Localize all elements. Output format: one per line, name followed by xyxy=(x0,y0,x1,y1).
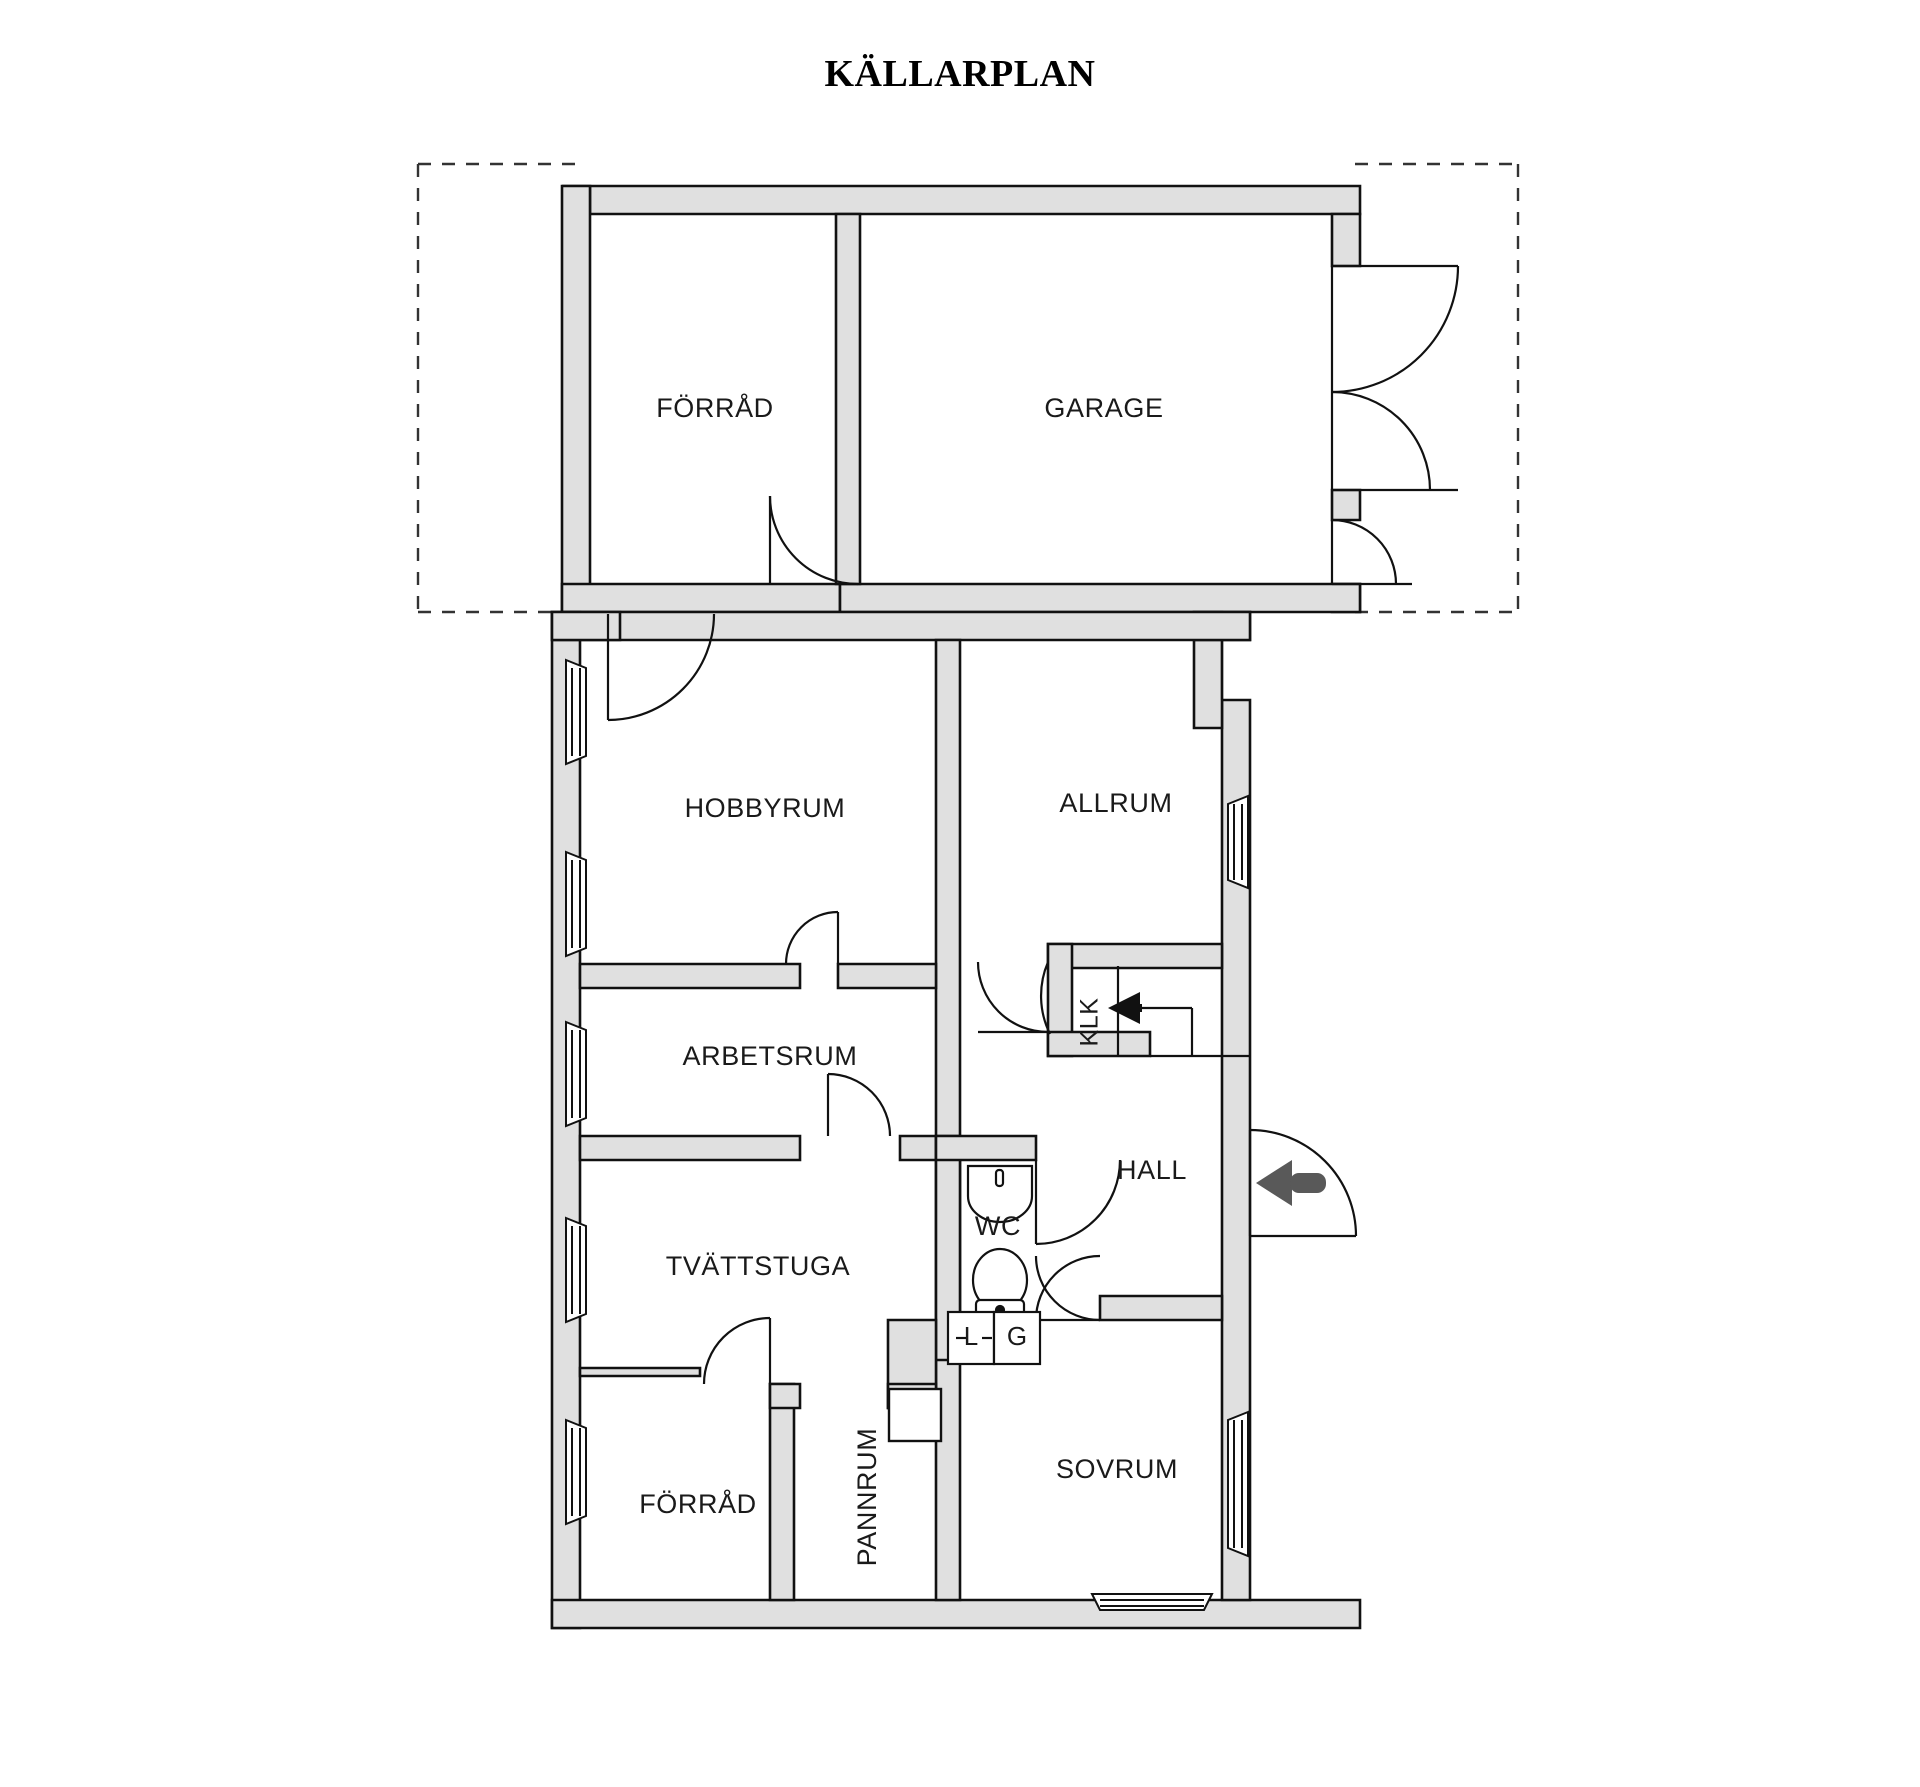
door-hall-sovrum xyxy=(1034,1254,1101,1322)
windows xyxy=(565,658,1249,1611)
room-label-allrum: ALLRUM xyxy=(1059,788,1172,818)
room-label-tvattstuga: TVÄTTSTUGA xyxy=(666,1251,851,1281)
room-label-forrad-upper: FÖRRÅD xyxy=(656,392,774,423)
room-label-sovrum: SOVRUM xyxy=(1056,1454,1178,1484)
door-entrance xyxy=(1248,1128,1358,1238)
entrance-arrow-icon xyxy=(1256,1160,1326,1206)
appliance-boxes xyxy=(946,1310,1042,1366)
window-allrum xyxy=(1227,794,1249,890)
door-hobbyrum-arbetsrum xyxy=(784,910,840,965)
window-hobbyrum-2 xyxy=(565,850,587,958)
dashed-outline-left xyxy=(416,162,575,614)
door-garage-to-hall xyxy=(768,495,859,586)
room-label-hall: HALL xyxy=(1117,1155,1187,1185)
room-label-klk: KLK xyxy=(1076,997,1104,1046)
window-arbetsrum xyxy=(565,1020,587,1128)
room-label-wc: WC xyxy=(975,1211,1021,1241)
door-forrad-upper xyxy=(606,613,716,722)
boiler-square-icon xyxy=(887,1387,943,1443)
wc-sink-icon xyxy=(966,1164,1034,1224)
door-tvattstuga-pannrum xyxy=(702,1316,772,1385)
klk-arrow-icon xyxy=(1108,992,1142,1024)
window-tvattstuga xyxy=(565,1216,587,1324)
room-label-forrad-lower: FÖRRÅD xyxy=(639,1488,757,1519)
window-sovrum-bottom xyxy=(1090,1593,1214,1611)
doors xyxy=(606,264,1460,1385)
window-sovrum-right xyxy=(1227,1410,1249,1558)
fixture-labels: L G xyxy=(964,1321,1027,1351)
wc-toilet-icon xyxy=(971,1247,1029,1320)
door-garage-2 xyxy=(1331,390,1458,492)
window-hobbyrum-1 xyxy=(565,658,587,766)
room-labels: FÖRRÅD GARAGE HOBBYRUM ALLRUM ARBETSRUM … xyxy=(639,392,1187,1567)
room-label-garage: GARAGE xyxy=(1044,393,1163,423)
door-klk xyxy=(976,961,1051,1035)
door-arbetsrum xyxy=(826,1072,892,1137)
window-forrad-lower xyxy=(565,1418,587,1526)
room-label-hobbyrum: HOBBYRUM xyxy=(685,793,846,823)
fixture-label-laundry: L xyxy=(964,1321,978,1351)
dashed-outline-right xyxy=(1355,162,1520,614)
fixture-label-dryer: G xyxy=(1007,1321,1027,1351)
door-garage-3 xyxy=(1331,518,1412,586)
room-label-arbetsrum: ARBETSRUM xyxy=(683,1041,858,1071)
room-label-pannrum: PANNRUM xyxy=(852,1428,882,1567)
door-wc xyxy=(1034,1159,1122,1246)
door-garage-1 xyxy=(1331,264,1460,394)
page-title: KÄLLARPLAN xyxy=(824,53,1096,95)
room-outlines xyxy=(1220,266,1334,700)
